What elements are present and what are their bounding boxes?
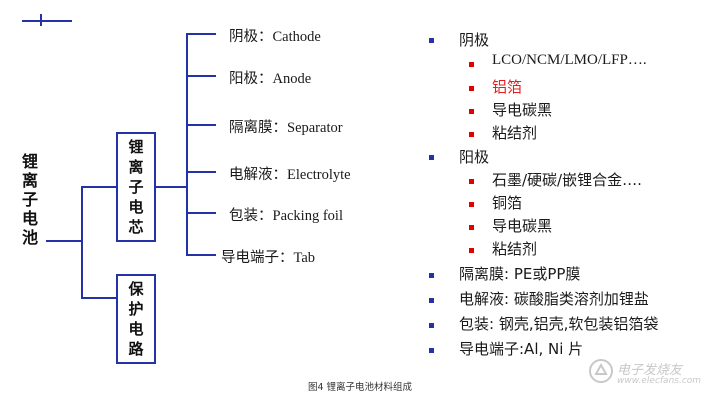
cell-node-label: 锂离子电芯 — [128, 138, 144, 236]
corner-mark — [22, 20, 72, 22]
bullet-cathode-item-2 — [469, 86, 474, 91]
anode-item-3: 导电碳黑 — [492, 217, 553, 235]
branch-trunk — [186, 33, 188, 255]
corner-mark-tick — [40, 14, 42, 26]
figure-caption: 图4 锂离子电池材料组成 — [307, 382, 413, 393]
electrolyte-detail: 电解液: 碳酸脂类溶剂加锂盐 — [459, 290, 649, 308]
branch-line-electrolyte — [186, 171, 216, 173]
root-to-cell — [81, 186, 117, 188]
packing-detail: 包装: 钢壳,铝壳,软包装铝箔袋 — [459, 315, 659, 333]
bullet-anode-item-2 — [469, 202, 474, 207]
branch-line-separator — [186, 124, 216, 126]
watermark-logo-icon — [589, 359, 613, 383]
root-connector — [46, 240, 82, 242]
branch-tab: 导电端子：Tab — [221, 250, 316, 266]
separator-detail: 隔离膜: PE或PP膜 — [459, 265, 581, 283]
bullet-cathode — [429, 38, 434, 43]
bullet-cathode-item-4 — [469, 132, 474, 137]
bullet-anode-item-1 — [469, 179, 474, 184]
protection-node-label: 保护电路 — [128, 280, 144, 358]
bullet-cathode-item-3 — [469, 109, 474, 114]
branch-packing: 包装：Packing foil — [229, 208, 343, 224]
anode-item-1: 石墨/硬碳/嵌锂合金…. — [492, 171, 642, 189]
branch-cathode: 阴极：Cathode — [229, 29, 321, 45]
bullet-cathode-item-1 — [469, 62, 474, 67]
branch-line-packing — [186, 212, 216, 214]
bullet-anode — [429, 155, 434, 160]
bullet-electrolyte — [429, 298, 434, 303]
root-trunk — [81, 186, 83, 299]
watermark-title: 电子发烧友 — [617, 363, 683, 378]
branch-line-tab — [186, 254, 216, 256]
protection-node: 保护电路 — [116, 274, 156, 364]
watermark-url: www.elecfans.com — [617, 376, 702, 386]
root-to-protection — [81, 297, 117, 299]
branch-electrolyte: 电解液：Electrolyte — [229, 167, 351, 183]
branch-line-anode — [186, 75, 216, 77]
cell-node: 锂离子电芯 — [116, 132, 156, 242]
cell-connector — [154, 186, 188, 188]
cathode-heading: 阴极 — [459, 31, 490, 49]
cathode-item-4: 粘结剂 — [492, 124, 538, 142]
cathode-item-2: 铝箔 — [492, 78, 523, 96]
bullet-separator — [429, 273, 434, 278]
anode-item-2: 铜箔 — [492, 194, 523, 212]
tab-detail: 导电端子:Al, Ni 片 — [459, 340, 584, 358]
anode-item-4: 粘结剂 — [492, 240, 538, 258]
cathode-item-3: 导电碳黑 — [492, 101, 553, 119]
root-label: 锂离子电池 — [19, 152, 41, 247]
root-label-text: 锂离子电池 — [21, 152, 38, 247]
bullet-tab — [429, 348, 434, 353]
bullet-anode-item-3 — [469, 225, 474, 230]
cathode-item-1: LCO/NCM/LMO/LFP…. — [492, 52, 647, 68]
bullet-packing — [429, 323, 434, 328]
anode-heading: 阳极 — [459, 148, 490, 166]
branch-separator: 隔离膜：Separator — [229, 120, 343, 136]
bullet-anode-item-4 — [469, 248, 474, 253]
branch-line-cathode — [186, 33, 216, 35]
branch-anode: 阳极：Anode — [229, 71, 312, 87]
